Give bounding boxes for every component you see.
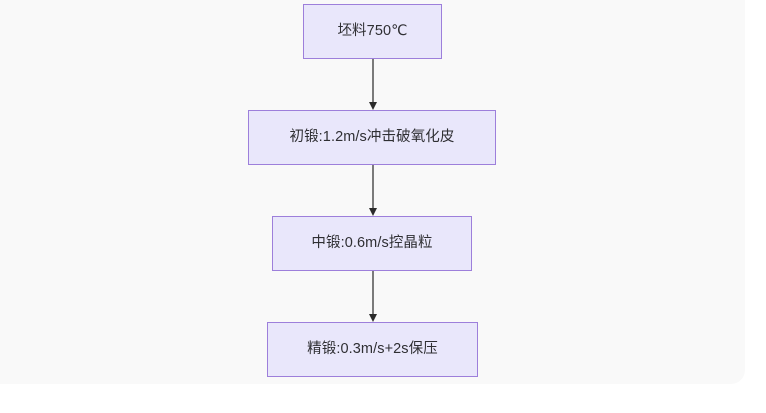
flow-node-finish-forge[interactable]: 精锻:0.3m/s+2s保压 (267, 322, 478, 377)
flowchart: 坯料750℃ 初锻:1.2m/s冲击破氧化皮 中锻:0.6m/s控晶粒 精锻:0… (248, 4, 496, 377)
diagram-canvas: 坯料750℃ 初锻:1.2m/s冲击破氧化皮 中锻:0.6m/s控晶粒 精锻:0… (248, 4, 496, 377)
arrowhead-icon (368, 314, 377, 322)
arrowhead-icon (368, 102, 377, 110)
edge-line (372, 165, 374, 209)
arrowhead-icon (368, 208, 377, 216)
flow-node-medium-forge[interactable]: 中锻:0.6m/s控晶粒 (272, 216, 472, 271)
flow-node-label: 初锻:1.2m/s冲击破氧化皮 (289, 128, 455, 145)
flow-node-billet[interactable]: 坯料750℃ (303, 4, 442, 59)
flow-node-label: 坯料750℃ (337, 22, 408, 39)
edge-line (372, 59, 374, 103)
flow-node-label: 精锻:0.3m/s+2s保压 (307, 340, 438, 357)
flow-node-rough-forge[interactable]: 初锻:1.2m/s冲击破氧化皮 (248, 110, 496, 165)
edge-line (372, 271, 374, 315)
flow-node-label: 中锻:0.6m/s控晶粒 (311, 234, 433, 251)
